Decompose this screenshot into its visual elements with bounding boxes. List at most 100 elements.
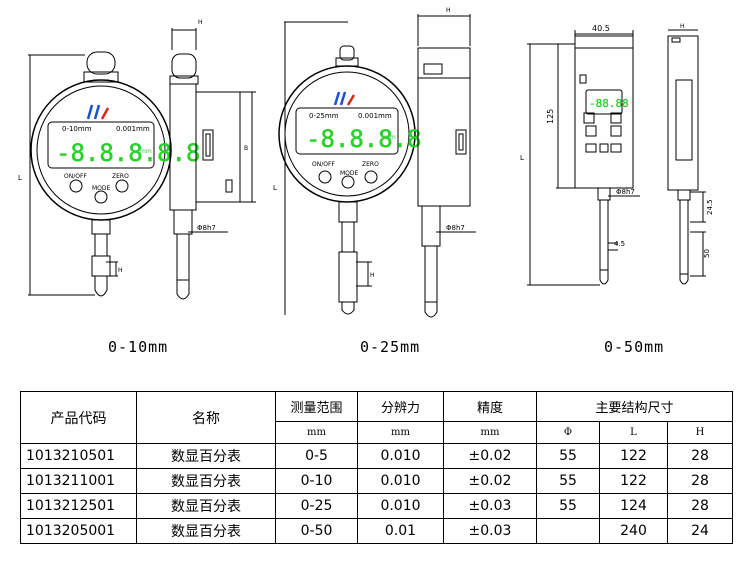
cell-code: 1013210501 xyxy=(20,443,137,469)
gauge1-side-view: H B Φ8h7 xyxy=(169,19,256,300)
cell-range: 0-10 xyxy=(275,468,358,494)
gauge3-dim-width: 40.5 xyxy=(592,24,610,33)
header-product-code: 产品代码 xyxy=(20,391,137,444)
table-row: 1013205001 数显百分表 0-50 0.01 ±0.03 240 24 xyxy=(20,518,734,544)
cell-H: 24 xyxy=(666,518,734,544)
cell-resolution: 0.010 xyxy=(357,443,444,469)
gauge2-onoff-label: ON/OFF xyxy=(312,161,335,168)
header-accuracy: 精度 xyxy=(443,391,537,422)
cell-code: 1013205001 xyxy=(20,518,137,544)
cell-range: 0-25 xyxy=(275,493,358,519)
unit-L: L xyxy=(599,421,668,444)
cell-phi: 55 xyxy=(536,443,600,469)
header-range: 测量范围 xyxy=(275,391,358,422)
gauge1-onoff-label: ON/OFF xyxy=(64,173,87,180)
caption-0-50mm: 0-50mm xyxy=(604,338,665,356)
gauge3-dim-L: L xyxy=(520,154,524,162)
gauge1-front-view: 0-10mm 0.001mm -8.8.8.8.8 mm ON/OFF ZERO… xyxy=(18,51,201,297)
gauge1-mode-button xyxy=(94,190,108,204)
gauge2-zero-label: ZERO xyxy=(362,161,379,168)
cell-name: 数显百分表 xyxy=(136,468,276,494)
table-row: 1013211001 数显百分表 0-10 0.010 ±0.02 55 122… xyxy=(20,468,734,494)
gauge3-shank-dim: Φ8h7 xyxy=(616,188,635,196)
gauge2-mode-label: MODE xyxy=(340,170,359,177)
header-resolution: 分辨力 xyxy=(357,391,444,422)
gauge2-lcd-reading: -8.8.8.8 xyxy=(306,125,422,153)
cell-code: 1013211001 xyxy=(20,468,137,494)
gauge2-dim-H: H xyxy=(446,7,451,14)
cell-phi: 55 xyxy=(536,468,600,494)
cell-phi xyxy=(536,518,600,544)
gauge2-dim-L: L xyxy=(273,184,277,192)
cell-resolution: 0.010 xyxy=(357,468,444,494)
cell-H: 28 xyxy=(666,443,734,469)
gauge3-dim-50: 50 xyxy=(703,249,711,258)
gauge1-dim-H: H xyxy=(198,19,203,26)
cell-name: 数显百分表 xyxy=(136,518,276,544)
cell-code: 1013212501 xyxy=(20,493,137,519)
gauge1-tip-dim: H xyxy=(118,267,123,274)
gauge3-dim-H: H xyxy=(680,23,685,30)
gauge2-onoff-button xyxy=(318,170,332,184)
gauge1-lcd-reading: -8.8.8.8.8 xyxy=(56,139,201,167)
caption-0-10mm: 0-10mm xyxy=(108,338,169,356)
table-row: 1013212501 数显百分表 0-25 0.010 ±0.03 55 124… xyxy=(20,493,734,519)
table-header-row: 产品代码 名称 测量范围 分辨力 精度 主要结构尺寸 xyxy=(20,391,734,444)
gauge3-lcd-reading: -88.88 xyxy=(589,97,629,110)
header-main-dimensions: 主要结构尺寸 xyxy=(535,391,734,422)
gauge2-range-label: 0-25mm xyxy=(309,112,339,120)
gauge1-zero-button xyxy=(115,179,129,193)
table-units-row: mm mm mm Φ L H xyxy=(21,421,734,444)
gauge3-dim-24: 24.5 xyxy=(706,199,714,215)
gauge1-range-label: 0-10mm xyxy=(62,125,92,133)
gauge2-tip-dim: H xyxy=(370,272,375,279)
cell-accuracy: ±0.02 xyxy=(443,443,537,469)
gauge3-front-view: 40.5 -88.88 125 L Φ8h7 4.5 xyxy=(520,24,640,286)
cell-name: 数显百分表 xyxy=(136,443,276,469)
cell-name: 数显百分表 xyxy=(136,493,276,519)
gauge2-lcd-unit: mm xyxy=(384,134,396,141)
cell-accuracy: ±0.03 xyxy=(443,493,537,519)
gauge1-onoff-button xyxy=(69,179,83,193)
gauge2-resolution-label: 0.001mm xyxy=(358,112,392,120)
gauge1-dim-B: B xyxy=(244,145,248,152)
gauge1-resolution-label: 0.001mm xyxy=(116,125,150,133)
gauge3-side-view: H 24.5 50 xyxy=(667,23,714,285)
cell-range: 0-5 xyxy=(275,443,358,469)
technical-drawings: 0-10mm 0.001mm -8.8.8.8.8 mm ON/OFF ZERO… xyxy=(18,7,714,318)
brand-logo xyxy=(86,104,110,120)
gauge1-shank-dim: Φ8h7 xyxy=(197,224,216,232)
unit-accuracy: mm xyxy=(443,421,537,444)
cell-resolution: 0.010 xyxy=(357,493,444,519)
cell-L: 122 xyxy=(599,443,668,469)
cell-L: 240 xyxy=(599,518,668,544)
gauge1-zero-label: ZERO xyxy=(112,173,129,180)
gauge1-lcd-unit: mm xyxy=(140,148,152,155)
unit-H: H xyxy=(666,421,734,444)
gauge2-front-view: L 0-25mm 0.001mm -8.8.8.8 mm ON/OFF ZERO… xyxy=(273,21,422,315)
header-name: 名称 xyxy=(136,391,276,444)
gauge1-mode-label: MODE xyxy=(92,185,111,192)
cell-H: 28 xyxy=(666,493,734,519)
spec-table: 产品代码 名称 测量范围 分辨力 精度 主要结构尺寸 mm mm mm Φ L … xyxy=(20,391,734,544)
cell-L: 124 xyxy=(599,493,668,519)
cell-L: 122 xyxy=(599,468,668,494)
gauge3-dim-125: 125 xyxy=(546,109,555,124)
cell-accuracy: ±0.02 xyxy=(443,468,537,494)
cell-phi: 55 xyxy=(536,493,600,519)
gauge2-mode-button xyxy=(341,175,355,189)
gauge2-zero-button xyxy=(364,170,378,184)
unit-resolution: mm xyxy=(357,421,444,444)
unit-phi: Φ xyxy=(536,421,600,444)
cell-accuracy: ±0.03 xyxy=(443,518,537,544)
cell-resolution: 0.01 xyxy=(357,518,444,544)
gauge2-side-view: H Φ8h7 xyxy=(417,7,476,318)
caption-0-25mm: 0-25mm xyxy=(360,338,421,356)
cell-range: 0-50 xyxy=(275,518,358,544)
brand-logo xyxy=(333,91,356,106)
gauge3-dim-45: 4.5 xyxy=(614,240,625,248)
gauge1-dim-L: L xyxy=(18,174,22,182)
cell-H: 28 xyxy=(666,468,734,494)
table-row: 1013210501 数显百分表 0-5 0.010 ±0.02 55 122 … xyxy=(20,443,734,469)
gauge2-shank-dim: Φ8h7 xyxy=(446,224,465,232)
